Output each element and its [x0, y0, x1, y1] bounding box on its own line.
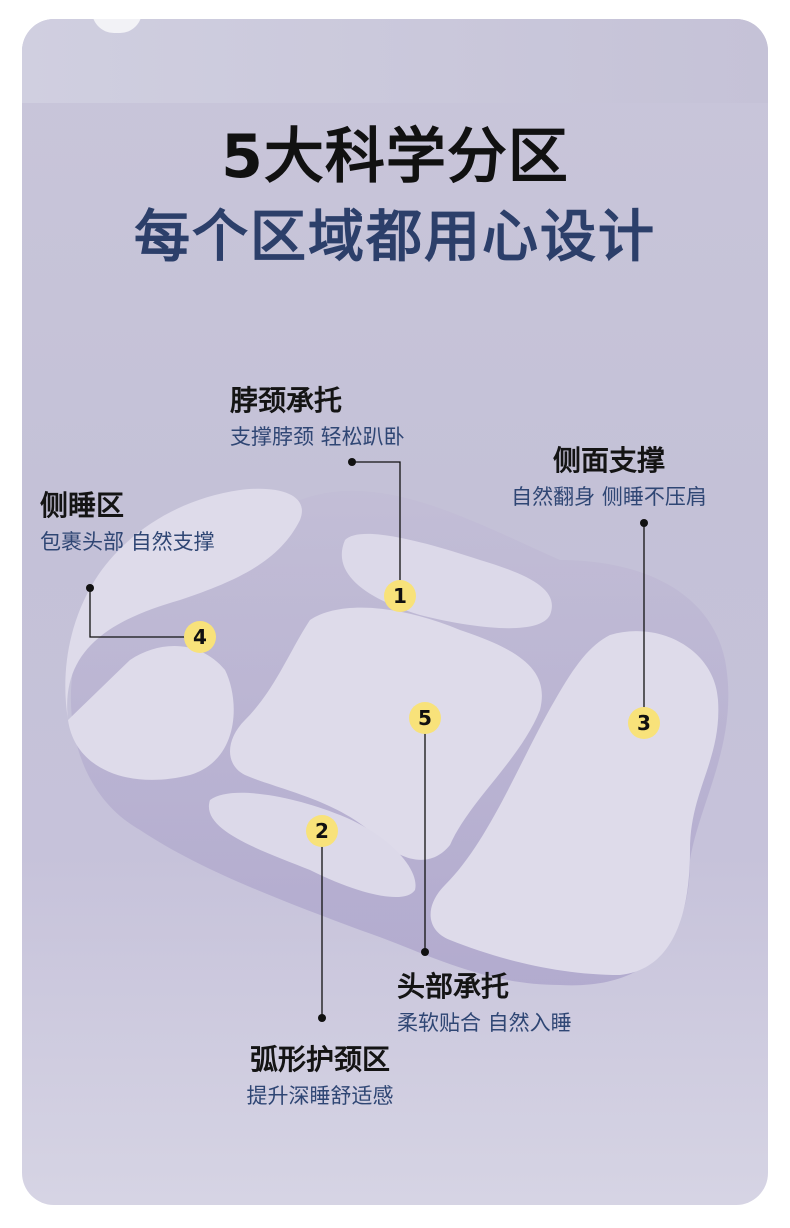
zone-label-4: 侧睡区 包裹头部 自然支撑	[40, 489, 215, 557]
zone-badge-2: 2	[306, 815, 338, 847]
zone-badge-4: 4	[184, 621, 216, 653]
leader-line-4	[89, 588, 200, 638]
leader-lines	[89, 461, 645, 1018]
zone-label-3: 侧面支撑 自然翻身 侧睡不压肩	[488, 444, 730, 512]
leader-dot-5	[421, 948, 429, 956]
zone-desc: 提升深睡舒适感	[246, 1084, 394, 1108]
zone-desc: 自然翻身 侧睡不压肩	[511, 485, 707, 509]
zone-desc: 柔软贴合 自然入睡	[397, 1011, 572, 1035]
leader-dot-2	[318, 1014, 326, 1022]
zone-2-pad	[208, 792, 416, 898]
zone-desc: 包裹头部 自然支撑	[40, 530, 215, 554]
zone-label-1: 脖颈承托 支撑脖颈 轻松趴卧	[230, 384, 405, 452]
headline-title: 5大科学分区	[221, 122, 569, 192]
zone-title: 头部承托	[397, 970, 510, 1003]
zone-title: 侧睡区	[40, 489, 125, 522]
zone-badge-5: 5	[409, 702, 441, 734]
zone-badge-3: 3	[628, 707, 660, 739]
zone-title: 弧形护颈区	[249, 1043, 390, 1076]
leader-line-1	[352, 461, 401, 596]
leader-dot-4	[86, 584, 94, 592]
zone-4-pad	[65, 488, 302, 780]
notch	[92, 19, 142, 33]
zone-5-pad	[230, 607, 542, 860]
zone-label-5: 头部承托 柔软贴合 自然入睡	[397, 970, 572, 1038]
zone-label-2: 弧形护颈区 提升深睡舒适感	[230, 1043, 410, 1111]
leader-dot-1	[348, 458, 356, 466]
headline-subtitle: 每个区域都用心设计	[134, 205, 656, 270]
zone-desc: 支撑脖颈 轻松趴卧	[230, 425, 405, 449]
leader-dot-3	[640, 519, 648, 527]
zone-title: 脖颈承托	[230, 384, 343, 417]
top-strip	[22, 19, 768, 103]
zone-title: 侧面支撑	[552, 444, 665, 477]
zone-badge-1: 1	[384, 580, 416, 612]
